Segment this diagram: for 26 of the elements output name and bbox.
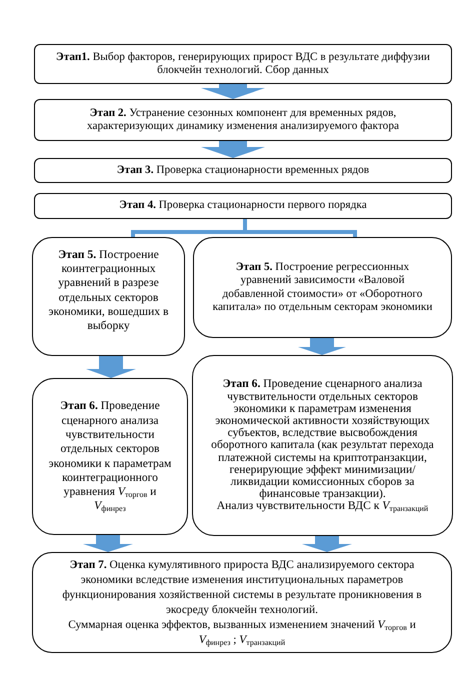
block-arrow bbox=[83, 535, 133, 552]
stage-box bbox=[32, 378, 188, 535]
stage-box bbox=[193, 237, 452, 338]
stage-text: Этап 5. Построение коинтеграционных уравнений в разрезе отдельных секторов экономики, вошедших в выборку bbox=[47, 248, 170, 334]
stage-text: Этап 7. Оценка кумулятивного прироста ВДС анализируемого сектора экономики вследствие изменения институциональных параметров функционирования хозяйственной системы в результате проникновения в экосреду блокчейн технологий. bbox=[61, 558, 423, 618]
block-arrow bbox=[201, 141, 265, 158]
stage-text: Суммарная оценка эффектов, вызванных изменением значений V$_{торгов}$ и V$_{финрез}$ ; V$_{транзакций}$ bbox=[67, 618, 417, 648]
block-arrow bbox=[201, 84, 265, 99]
stage-box bbox=[32, 552, 452, 653]
stage-box bbox=[34, 44, 452, 84]
block-arrow bbox=[86, 356, 136, 378]
stage-text: Этап 4. Проверка стационарности первого порядка bbox=[119, 199, 367, 213]
block-arrow bbox=[302, 536, 352, 552]
stage-text: Анализ чувствительности ВДС к V$_{транзакций}$ bbox=[216, 500, 428, 513]
stage-box bbox=[34, 193, 452, 219]
block-arrow bbox=[298, 338, 346, 355]
stage-text: Этап1. Выбор факторов, генерирующих прирост ВДС в результате диффузии блокчейн технологий. Сбор данных bbox=[55, 50, 431, 78]
stage-text: Этап 3. Проверка стационарности временных рядов bbox=[116, 164, 370, 178]
stage-text: Этап 5. Построение регрессионных уравнений зависимости «Валовой добавленной стоимости» от «Оборотного капитала» по отдельным секторам экономики bbox=[212, 260, 433, 314]
stage-text: Этап 6. Проведение сценарного анализа чувствительности отдельных секторов экономики к параметрам изменения экономической активности хозяйствующих субъектов, вследствие высвобождения оборотного капитала (как результат перехода платежной системы на криптотранзакции, генерирующие эффект минимизации/ликвидации комиссионных сборов за финансовые транзакции). bbox=[210, 378, 435, 500]
stage-text: Этап 2. Устранение сезонных компонент для временных рядов, характеризующих динамику изменения анализируемого фактора bbox=[86, 106, 400, 134]
stage-box bbox=[32, 237, 185, 356]
stage-box bbox=[34, 99, 452, 141]
stage-box bbox=[192, 355, 453, 536]
stage-text: Этап 6. Проведение сценарного анализа чувствительности отдельных секторов экономики к параметрам коинтеграционного уравнения V$_{торгов}$ и V$_{финрез}$ bbox=[48, 399, 172, 514]
stage-box bbox=[34, 158, 452, 183]
